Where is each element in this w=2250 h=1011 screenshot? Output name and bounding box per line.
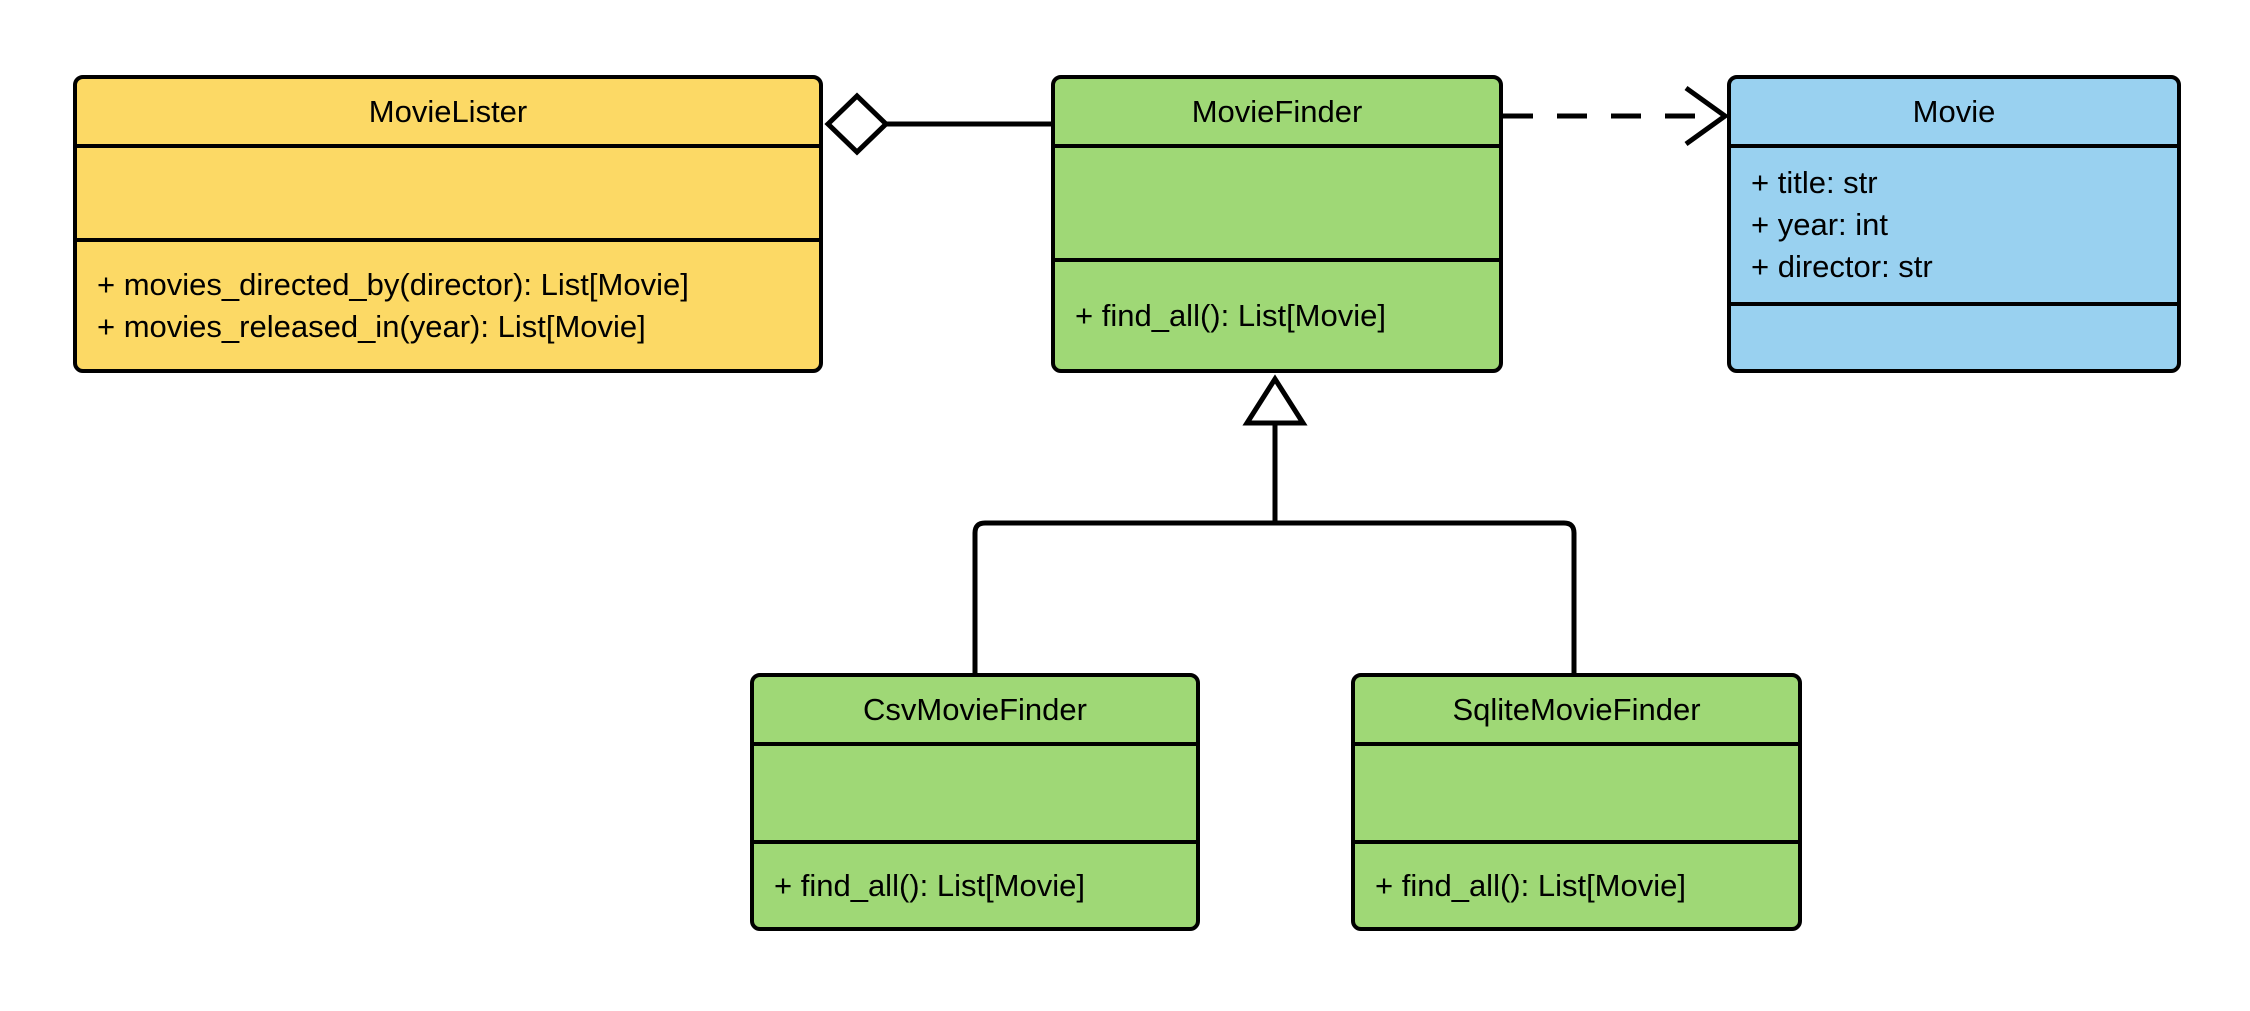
attribute-label: + year: int [1751, 207, 1888, 242]
methods-compartment-moviefinder: + find_all(): List[Movie] [1055, 258, 1499, 369]
methods-compartment-movie [1731, 302, 2177, 369]
class-box-movielister: MovieLister + movies_directed_by(directo… [73, 75, 823, 373]
attributes-compartment-movie: + title: str + year: int + director: str [1731, 144, 2177, 302]
attribute-label: + director: str [1751, 249, 1933, 284]
method-label: + movies_released_in(year): List[Movie] [97, 308, 646, 344]
inheritance-branch-line [972, 520, 1577, 673]
attributes-compartment-movielister [77, 144, 819, 238]
class-box-sqlitemoviefinder: SqliteMovieFinder + find_all(): List[Mov… [1351, 673, 1802, 931]
method-label: + find_all(): List[Movie] [774, 867, 1085, 903]
class-title-sqlitemoviefinder: SqliteMovieFinder [1355, 677, 1798, 742]
aggregation-diamond-icon [824, 92, 890, 156]
class-box-movie: Movie + title: str + year: int + directo… [1727, 75, 2181, 373]
class-title-csvmoviefinder: CsvMovieFinder [754, 677, 1196, 742]
attributes-compartment-moviefinder [1055, 144, 1499, 258]
methods-compartment-sqlitemoviefinder: + find_all(): List[Movie] [1355, 840, 1798, 927]
class-title-movielister: MovieLister [77, 79, 819, 144]
methods-compartment-csvmoviefinder: + find_all(): List[Movie] [754, 840, 1196, 927]
class-title-moviefinder: MovieFinder [1055, 79, 1499, 144]
method-label: + find_all(): List[Movie] [1375, 867, 1686, 903]
method-label: + find_all(): List[Movie] [1075, 297, 1386, 333]
methods-compartment-movielister: + movies_directed_by(director): List[Mov… [77, 238, 819, 369]
class-title-movie: Movie [1731, 79, 2177, 144]
class-box-csvmoviefinder: CsvMovieFinder + find_all(): List[Movie] [750, 673, 1200, 931]
class-name-label: Movie [1912, 93, 1996, 129]
attributes-compartment-csvmoviefinder [754, 742, 1196, 840]
class-name-label: SqliteMovieFinder [1452, 691, 1701, 727]
class-box-moviefinder: MovieFinder + find_all(): List[Movie] [1051, 75, 1503, 373]
inheritance-triangle-icon [1242, 374, 1308, 426]
class-name-label: MovieFinder [1191, 93, 1363, 129]
class-name-label: MovieLister [368, 93, 528, 129]
class-name-label: CsvMovieFinder [863, 691, 1087, 727]
attributes-compartment-sqlitemoviefinder [1355, 742, 1798, 840]
method-label: + movies_directed_by(director): List[Mov… [97, 266, 689, 302]
attribute-label: + title: str [1751, 165, 1878, 200]
dependency-arrowhead-icon [1684, 85, 1730, 147]
